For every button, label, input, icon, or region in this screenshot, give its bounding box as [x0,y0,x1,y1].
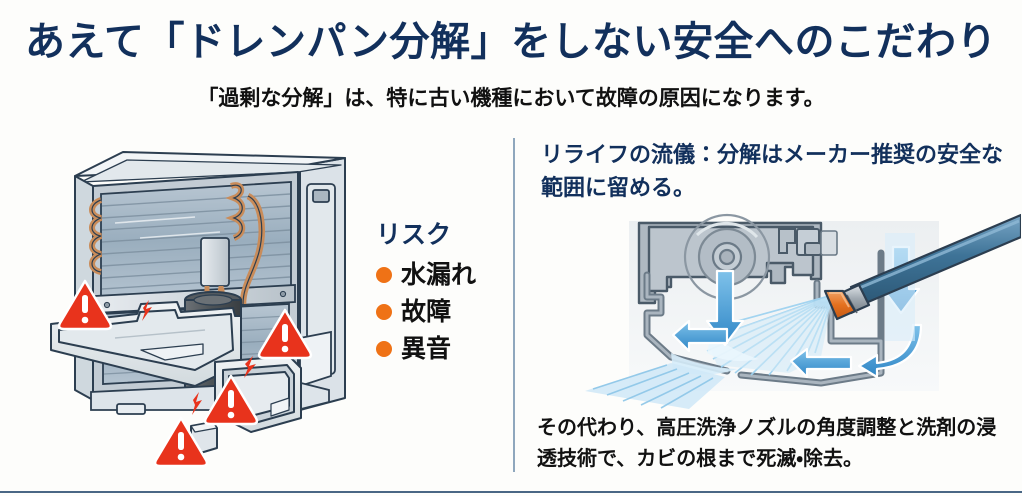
flow-arrow-left-icon [671,319,729,353]
high-pressure-nozzle-spray-cleaning-illustration [521,213,1021,413]
air-conditioner-disassembled-drain-pan-illustration [45,128,375,473]
risk-item-label: 故障 [401,298,452,326]
risk-list-block: リスク 水漏れ 故障 異音 [376,220,506,371]
bullet-dot-icon [376,341,392,357]
bottom-rule [0,491,1022,493]
risk-item-abnormal-noise: 異音 [376,334,506,364]
panel-divider [513,138,515,472]
page-subtitle: 「過剰な分解」は、特に古い機種において故障の原因になります。 [197,87,825,110]
right-panel-caption: その代わり、高圧洗浄ノズルの角度調整と洗剤の浸透技術で、カビの根まで死滅・除去。 [537,417,997,470]
page-title: あえて「ドレンパン分解」をしない安全へのこだわり [25,20,997,64]
right-panel-heading: リライフの流儀：分解はメーカー推奨の安全な範囲に留める。 [541,142,1004,200]
risk-item-malfunction: 故障 [376,297,506,327]
flow-arrow-down-icon [705,269,745,347]
right-panel: リライフの流儀：分解はメーカー推奨の安全な範囲に留める。 [513,128,1022,488]
pressure-washer-wand-icon [823,213,1021,321]
risk-item-label: 異音 [401,335,452,363]
bullet-dot-icon [376,304,392,320]
left-panel: リスク 水漏れ 故障 異音 [0,128,513,478]
flow-arrow-curve-icon [857,323,923,379]
risk-heading: リスク [376,221,452,249]
risk-item-label: 水漏れ [401,261,477,289]
warning-triangle-icon [57,279,313,468]
risk-item-water-leak: 水漏れ [376,260,506,290]
bullet-dot-icon [376,267,392,283]
flow-arrow-left-lower-icon [789,347,853,379]
